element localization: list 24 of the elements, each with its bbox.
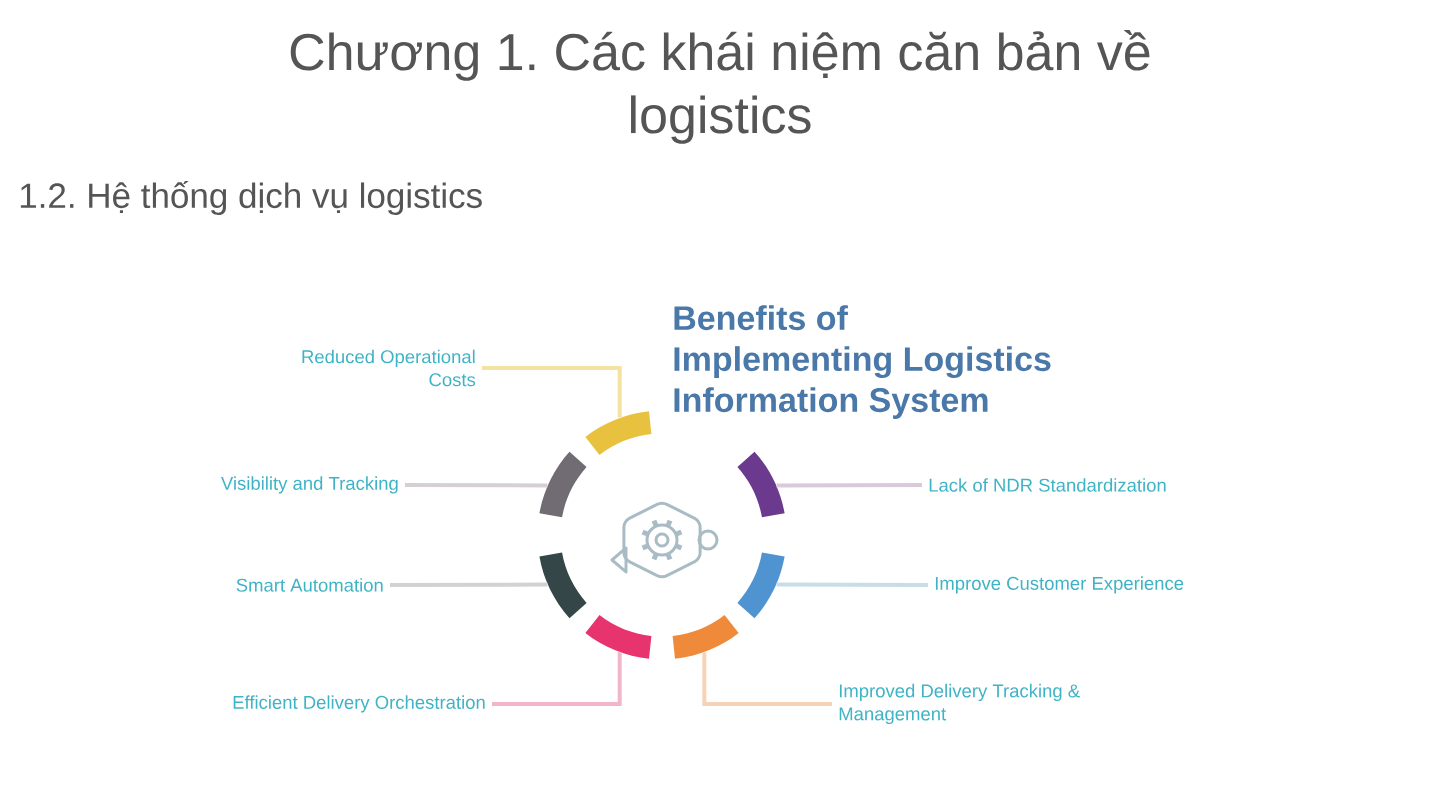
leader-line [405, 483, 548, 488]
title: Chương 1. Các khái niệm căn bản về logistics [290, 30, 1150, 144]
ring-segment [737, 552, 785, 619]
ring-segment [585, 411, 652, 455]
diagram-heading: Benefits of Implementing Logistics Information System [674, 305, 1051, 419]
benefit-label: Reduced Operational Costs [302, 349, 476, 387]
leader-line [390, 582, 548, 587]
benefit-label: Lack of NDR Standardization [929, 478, 1166, 492]
ring-segment [585, 614, 652, 659]
benefit-label: Improved Delivery Tracking & Management [839, 683, 1080, 725]
leader-line [776, 582, 928, 587]
benefit-label: Improve Customer Experience [935, 576, 1184, 594]
ring-segment [672, 614, 739, 659]
leader-line [702, 652, 832, 706]
benefit-label: Smart Automation [236, 578, 383, 592]
ring-segment [539, 451, 587, 518]
section-heading: 1.2. Hệ thống dịch vụ logistics [20, 180, 482, 216]
ring-segment [737, 451, 785, 518]
benefit-label: Efficient Delivery Orchestration [233, 695, 485, 713]
benefit-label: Visibility and Tracking [221, 476, 398, 494]
ring-segment [539, 552, 587, 619]
leader-line [776, 483, 922, 488]
leader-line [492, 652, 622, 706]
leader-line [482, 366, 622, 418]
